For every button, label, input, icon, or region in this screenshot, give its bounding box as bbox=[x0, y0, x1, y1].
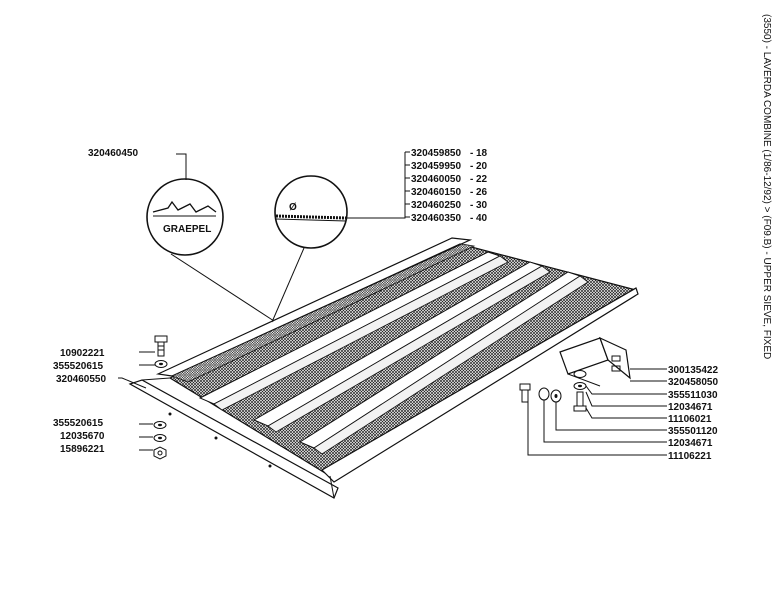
label-320460450: 320460450 bbox=[88, 148, 138, 159]
upper-sieve bbox=[128, 237, 639, 499]
svg-text:18: 18 bbox=[476, 148, 488, 159]
callout-right-detail: Ø bbox=[271, 175, 348, 323]
left-hardware-top: 10902221 355520615 320460550 bbox=[53, 335, 168, 389]
label-11106021: 11106021 bbox=[668, 414, 712, 425]
graepel-label: GRAEPEL bbox=[163, 224, 211, 235]
label-355501120: 355501120 bbox=[668, 426, 718, 437]
sieve-ribs bbox=[198, 251, 589, 455]
label-355520615-bottom: 355520615 bbox=[53, 418, 103, 429]
diameter-row: 320460350 - 40 bbox=[405, 213, 488, 224]
svg-text:22: 22 bbox=[476, 174, 488, 185]
svg-text:320460150: 320460150 bbox=[411, 187, 461, 198]
label-355520615-top: 355520615 bbox=[53, 361, 103, 372]
svg-text:30: 30 bbox=[476, 200, 488, 211]
right-mounting-bracket bbox=[559, 336, 631, 387]
label-11106221: 11106221 bbox=[668, 451, 712, 462]
svg-text:20: 20 bbox=[476, 161, 488, 172]
svg-text:40: 40 bbox=[476, 213, 488, 224]
diameter-row: 320460250 - 30 bbox=[405, 200, 488, 211]
callout-left-detail: GRAEPEL bbox=[146, 178, 275, 322]
svg-text:-: - bbox=[470, 213, 473, 224]
label-15896221: 15896221 bbox=[60, 444, 105, 455]
label-300135422: 300135422 bbox=[668, 365, 718, 376]
svg-text:-: - bbox=[470, 161, 473, 172]
diameter-row: 320460150 - 26 bbox=[405, 187, 488, 198]
svg-text:320459950: 320459950 bbox=[411, 161, 461, 172]
callout-leaders bbox=[176, 152, 406, 219]
diameter-symbol: Ø bbox=[289, 202, 297, 213]
label-320460550: 320460550 bbox=[56, 374, 106, 385]
svg-text:26: 26 bbox=[476, 187, 488, 198]
svg-text:320460050: 320460050 bbox=[411, 174, 461, 185]
svg-text:320460450: 320460450 bbox=[88, 148, 138, 159]
right-hardware: 300135422 320458050 355511030 12034671 1… bbox=[519, 365, 718, 462]
left-hardware-bottom: 355520615 12035670 15896221 bbox=[53, 418, 167, 460]
svg-text:-: - bbox=[470, 187, 473, 198]
label-10902221: 10902221 bbox=[60, 348, 105, 359]
left-angle-bar bbox=[128, 379, 339, 499]
side-title: (3550) - LAVERDA COMBINE (1/86-12/92) > … bbox=[761, 14, 772, 359]
diameter-table: 320459850 - 18 320459950 - 20 320460050 … bbox=[405, 148, 488, 224]
label-12034671-a: 12034671 bbox=[668, 402, 713, 413]
diameter-row: 320459950 - 20 bbox=[405, 161, 488, 172]
label-320458050: 320458050 bbox=[668, 377, 718, 388]
label-12035670: 12035670 bbox=[60, 431, 105, 442]
svg-text:-: - bbox=[470, 148, 473, 159]
diameter-row: 320459850 - 18 bbox=[405, 148, 488, 159]
label-12034671-b: 12034671 bbox=[668, 438, 713, 449]
svg-text:-: - bbox=[470, 174, 473, 185]
svg-text:320460250: 320460250 bbox=[411, 200, 461, 211]
label-355511030: 355511030 bbox=[668, 390, 718, 401]
svg-text:320460350: 320460350 bbox=[411, 213, 461, 224]
svg-text:-: - bbox=[470, 200, 473, 211]
sieve-rear-rail bbox=[155, 237, 473, 377]
svg-text:320459850: 320459850 bbox=[411, 148, 461, 159]
diameter-row: 320460050 - 22 bbox=[405, 174, 488, 185]
sieve-rear-mesh-strip bbox=[170, 243, 476, 383]
